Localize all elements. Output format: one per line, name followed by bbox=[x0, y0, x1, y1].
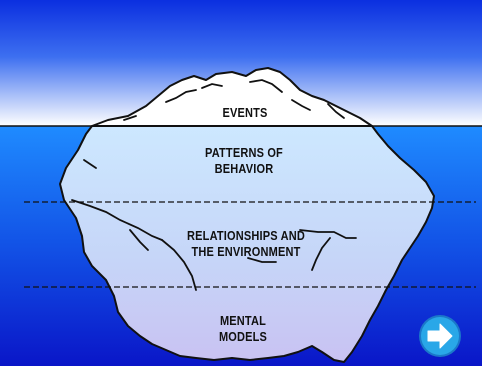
layer-label-relationships: RELATIONSHIPS AND THE ENVIRONMENT bbox=[158, 228, 334, 260]
underwater-crevices bbox=[71, 159, 357, 291]
layer-label-line: BEHAVIOR bbox=[214, 162, 274, 176]
layer-label-mental: MENTAL MODELS bbox=[155, 313, 331, 345]
iceberg-underwater bbox=[59, 125, 435, 363]
layer-label-line: THE ENVIRONMENT bbox=[191, 245, 301, 259]
layer-label-line: MENTAL bbox=[219, 314, 267, 328]
next-slide-button[interactable] bbox=[418, 314, 462, 358]
layer-label-line: EVENTS bbox=[222, 106, 268, 120]
layer-label-line: MODELS bbox=[218, 330, 268, 344]
layer-label-events: EVENTS bbox=[157, 105, 333, 121]
layer-label-line: PATTERNS OF bbox=[205, 146, 283, 160]
layer-label-line: RELATIONSHIPS AND bbox=[187, 229, 305, 243]
arrow-right-icon bbox=[427, 323, 453, 349]
iceberg-tip bbox=[91, 67, 373, 127]
tip-crevices bbox=[123, 79, 345, 121]
layer-label-patterns: PATTERNS OF BEHAVIOR bbox=[156, 145, 332, 177]
